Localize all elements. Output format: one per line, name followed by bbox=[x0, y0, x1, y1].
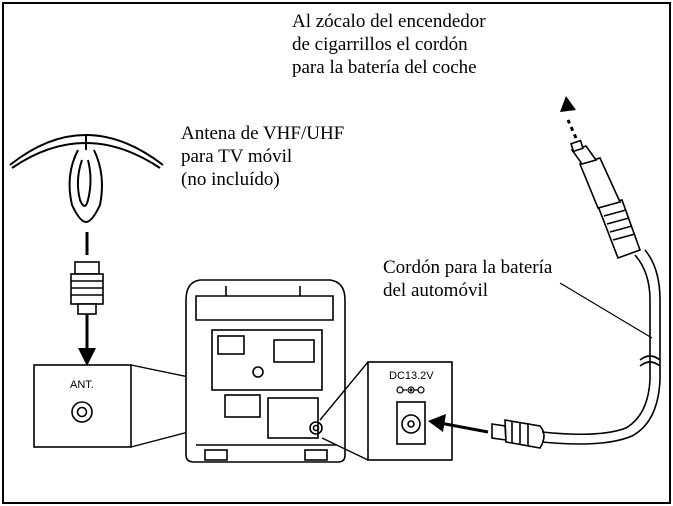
antenna-label-line-2: para TV móvil bbox=[181, 146, 293, 167]
dc-jack-label: DC13.2V bbox=[389, 370, 434, 382]
dc-jack-callout bbox=[367, 361, 453, 461]
power-cord bbox=[541, 249, 661, 445]
battery-cord-label-line-2: del automóvil bbox=[383, 280, 489, 301]
battery-cord-label-line-1: Cordón para la batería bbox=[383, 257, 553, 278]
dc-plug bbox=[491, 419, 545, 449]
lighter-socket-label-line-1: Al zócalo del encendedor bbox=[292, 11, 486, 32]
antenna-label-line-3: (no incluído) bbox=[181, 169, 280, 190]
antenna-connector bbox=[70, 261, 104, 315]
ant-jack-label: ANT. bbox=[70, 379, 94, 391]
antenna-arrow bbox=[78, 314, 96, 366]
antenna-label: Antena de VHF/UHF para TV móvil (no incl… bbox=[181, 122, 344, 191]
dc-callout-lines bbox=[319, 361, 369, 461]
socket-arrow bbox=[560, 96, 578, 139]
lighter-socket-label-line-2: de cigarrillos el cordón bbox=[292, 34, 468, 55]
polarity-symbol bbox=[396, 386, 425, 394]
ant-jack-callout bbox=[33, 364, 132, 448]
dc-plug-arrow bbox=[428, 414, 489, 434]
lighter-socket-label-line-3: para la batería del coche bbox=[292, 57, 477, 78]
lighter-socket-label: Al zócalo del encendedor de cigarrillos … bbox=[292, 10, 486, 79]
battery-cord-label: Cordón para la batería del automóvil bbox=[383, 256, 552, 302]
antenna-illustration bbox=[9, 134, 164, 224]
tv-unit bbox=[185, 279, 346, 463]
cigarette-lighter-plug bbox=[570, 139, 642, 260]
antenna-label-line-1: Antena de VHF/UHF bbox=[181, 123, 345, 144]
cord-label-leader bbox=[559, 282, 653, 339]
